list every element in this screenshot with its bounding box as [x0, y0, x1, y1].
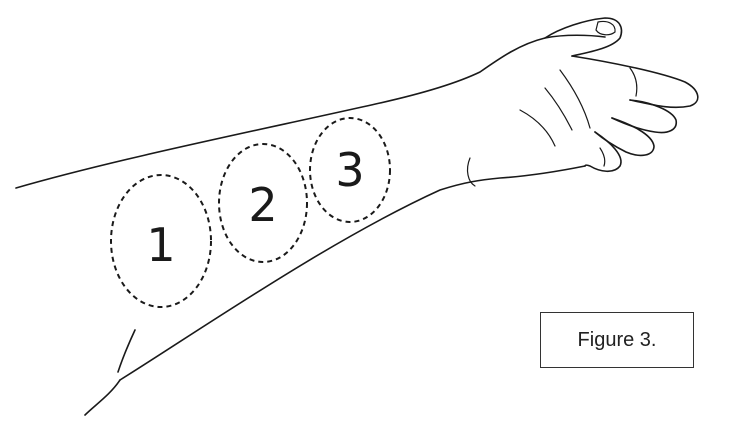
- forearm-upper-outline: [16, 35, 605, 188]
- index-finger-crease: [630, 68, 637, 96]
- middle-finger-outline: [612, 100, 676, 133]
- zone-label-1: 1: [146, 218, 175, 272]
- figure-caption: Figure 3.: [578, 329, 657, 352]
- zone-label-3: 3: [335, 143, 364, 197]
- forearm-lower-outline: [120, 166, 585, 380]
- elbow-outline: [85, 380, 120, 415]
- palm-line: [520, 110, 555, 146]
- zone-label-2: 2: [248, 178, 277, 232]
- figure-caption-box: Figure 3.: [540, 312, 694, 368]
- thumbnail: [596, 21, 615, 34]
- index-finger-outline: [572, 56, 698, 107]
- knuckle-lines: [545, 70, 605, 166]
- little-finger-outline: [585, 132, 621, 171]
- arm-underside-outline: [118, 330, 135, 372]
